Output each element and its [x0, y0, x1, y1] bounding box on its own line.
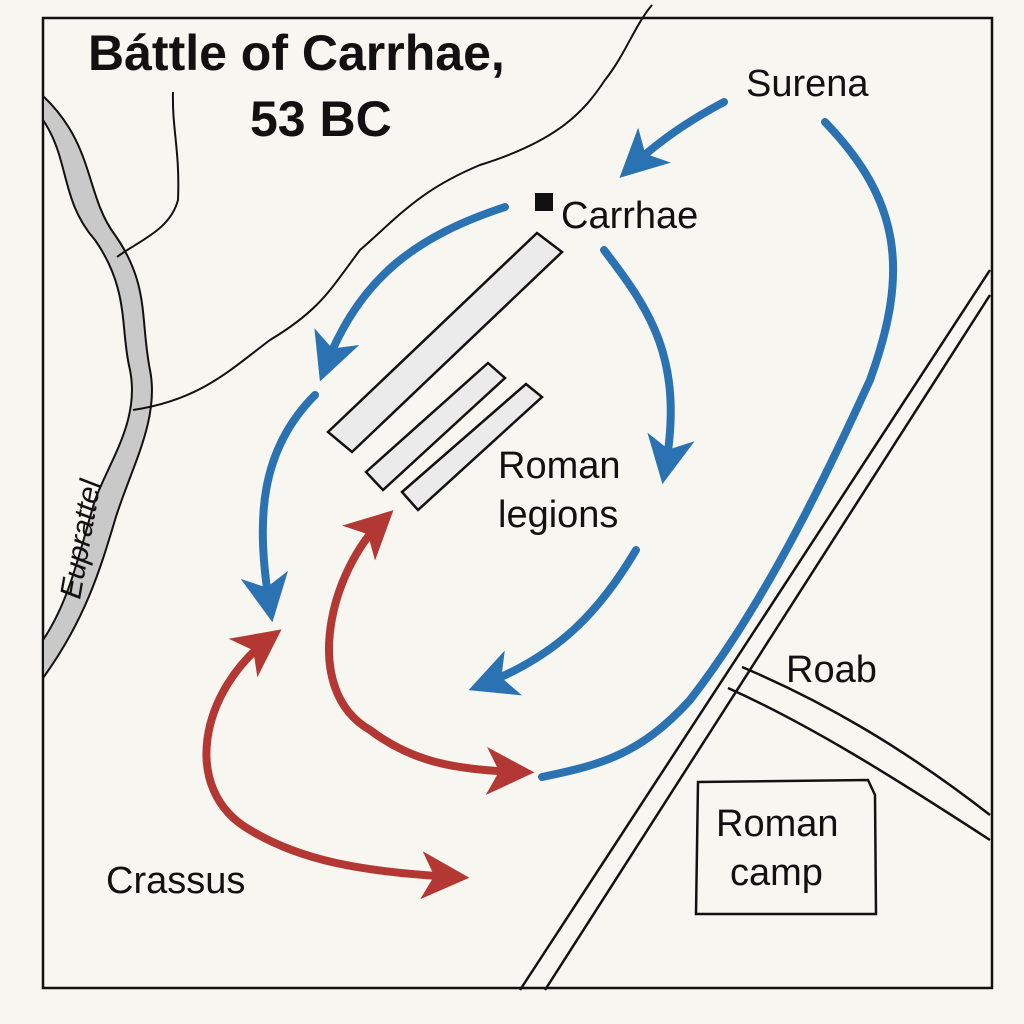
roman-camp-label-line1: Roman [716, 803, 839, 845]
parthian-arrow [314, 203, 509, 382]
tributary-line [116, 91, 180, 258]
roman-legions-label-line1: Roman [498, 445, 621, 487]
map-title-line2: 53 BC [250, 91, 392, 147]
euphrates-river [42, 93, 153, 682]
roman-arrows [202, 510, 535, 900]
roman-camp-label-line2: camp [730, 852, 823, 894]
side-road-line-bottom [727, 686, 991, 842]
carrhae-label: Carrhae [561, 195, 698, 237]
roman-legion-blocks [326, 231, 564, 512]
map-frame [41, 16, 994, 990]
legion-block [400, 382, 544, 512]
road-label: Roab [786, 649, 877, 691]
roman-camp-box [694, 778, 878, 916]
ridge-boundary-line [132, 4, 653, 411]
legion-block [364, 361, 507, 492]
parthian-arrow [619, 98, 728, 178]
side-road-line-top [741, 665, 991, 816]
parthian-arrow-long [538, 118, 898, 781]
map-title-line1: Báttle of Carrhae, [88, 25, 505, 81]
roman-arrow [325, 510, 535, 796]
road-line-left [518, 269, 992, 991]
carrhae-town-marker [535, 193, 553, 211]
parthian-arrow [240, 391, 319, 623]
crassus-label: Crassus [106, 860, 245, 902]
legion-block [326, 231, 564, 454]
parthian-arrow [468, 546, 640, 696]
road-line-right [543, 294, 992, 991]
parthian-arrow [600, 246, 695, 485]
surena-label: Surena [746, 63, 869, 105]
roman-arrow [202, 629, 470, 900]
roman-legions-label-line2: legions [498, 494, 618, 536]
